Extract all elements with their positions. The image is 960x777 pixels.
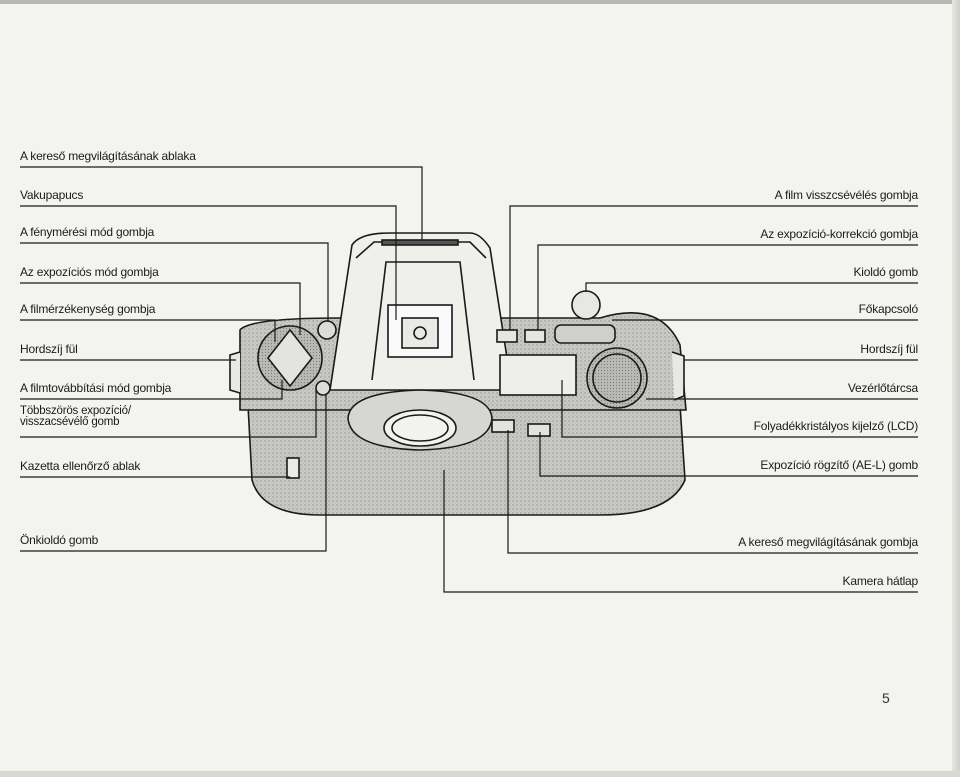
label-film-rewind-button: A film visszcsévélés gombja (774, 188, 919, 202)
label-exposure-mode-button: Az expozíciós mód gombja (20, 265, 159, 279)
label-viewfinder-illumination-window: A kereső megvilágításának ablaka (20, 149, 196, 163)
label-film-advance-mode-button: A filmtovábbítási mód gombja (20, 381, 172, 395)
label-shutter-release-button: Kioldó gomb (853, 265, 918, 279)
label-cartridge-window: Kazetta ellenőrző ablak (20, 459, 141, 473)
scan-top-edge (0, 0, 960, 4)
leader-lines-right (443, 205, 918, 593)
label-hot-shoe: Vakupapucs (20, 188, 84, 202)
label-main-switch: Főkapcsoló (858, 302, 919, 316)
scan-bottom-edge (0, 771, 960, 777)
label-film-speed-button: A filmérzékenység gombja (20, 302, 156, 316)
label-multiple-exposure-rewind-button: Többszörös expozíció/ visszacsévélő gomb (20, 405, 131, 428)
label-strap-lug-right: Hordszíj fül (860, 342, 918, 356)
camera-body (229, 232, 687, 516)
label-metering-mode-button: A fénymérési mód gombja (20, 225, 155, 239)
page-number: 5 (882, 690, 890, 706)
label-command-dial: Vezérlőtárcsa (847, 381, 918, 395)
label-exposure-compensation-button: Az expozíció-korrekció gombja (760, 227, 918, 241)
label-ae-lock-button: Expozíció rögzítő (AE-L) gomb (760, 458, 918, 472)
label-lcd-panel: Folyadékkristályos kijelző (LCD) (753, 419, 919, 433)
label-self-timer-button: Önkioldó gomb (20, 533, 99, 547)
label-strap-lug-left: Hordszíj fül (20, 342, 78, 356)
label-camera-back: Kamera hátlap (842, 574, 919, 588)
scan-right-edge (952, 0, 960, 777)
leader-lines-left (20, 166, 423, 552)
label-viewfinder-illumination-button: A kereső megvilágításának gombja (738, 535, 918, 549)
